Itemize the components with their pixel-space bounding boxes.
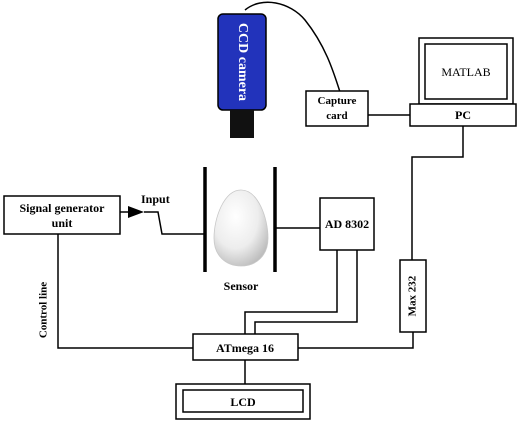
- max232-label: Max 232: [407, 275, 419, 316]
- lcd-inner: [182, 389, 304, 413]
- control-line-wire: [57, 234, 193, 349]
- ccd-camera: CCD camera: [217, 1, 341, 138]
- ad8302: AD 8302: [319, 197, 375, 251]
- input-label: Input: [141, 192, 170, 206]
- capture-card: Capture card: [305, 90, 369, 127]
- egg-icon: [213, 189, 269, 267]
- signal-generator: Signal generator unit: [3, 195, 121, 235]
- sensor: Sensor: [203, 167, 277, 293]
- input-signal: Input: [120, 192, 205, 235]
- wire-max232-atmega: [298, 332, 414, 349]
- pc-monitor: MATLAB PC: [409, 37, 517, 127]
- sensor-label: Sensor: [224, 279, 259, 293]
- input-wire-b: [144, 211, 205, 235]
- signal-generator-label-line1: Signal generator: [20, 201, 106, 215]
- ad8302-label: AD 8302: [325, 217, 369, 231]
- signal-generator-box: [3, 195, 121, 235]
- wire-pc-max232: [411, 126, 464, 260]
- max232-box: [399, 259, 427, 333]
- pc-label: PC: [455, 108, 471, 122]
- ad8302-box: [319, 197, 375, 251]
- atmega16: ATmega 16: [192, 333, 299, 361]
- lcd-label: LCD: [230, 395, 256, 409]
- capture-card-label-line1: Capture: [318, 95, 357, 107]
- matlab-label: MATLAB: [441, 65, 490, 79]
- wire-ad8302-atmega-b: [254, 250, 358, 334]
- atmega16-box: [192, 333, 299, 361]
- camera-lens: [230, 110, 254, 138]
- wire-ad8302-atmega-a: [244, 250, 338, 334]
- camera-label: CCD camera: [235, 23, 250, 101]
- signal-generator-label-line2: unit: [52, 216, 73, 230]
- capture-card-label-line2: card: [326, 110, 347, 122]
- control-line-label: Control line: [38, 282, 50, 338]
- input-arrow-icon: [128, 206, 144, 218]
- monitor-screen: [424, 43, 508, 100]
- max232: Max 232: [399, 259, 427, 333]
- capture-card-box: [305, 90, 369, 127]
- camera-cable: [244, 1, 341, 93]
- lcd: LCD: [175, 383, 311, 420]
- atmega16-label: ATmega 16: [216, 341, 274, 355]
